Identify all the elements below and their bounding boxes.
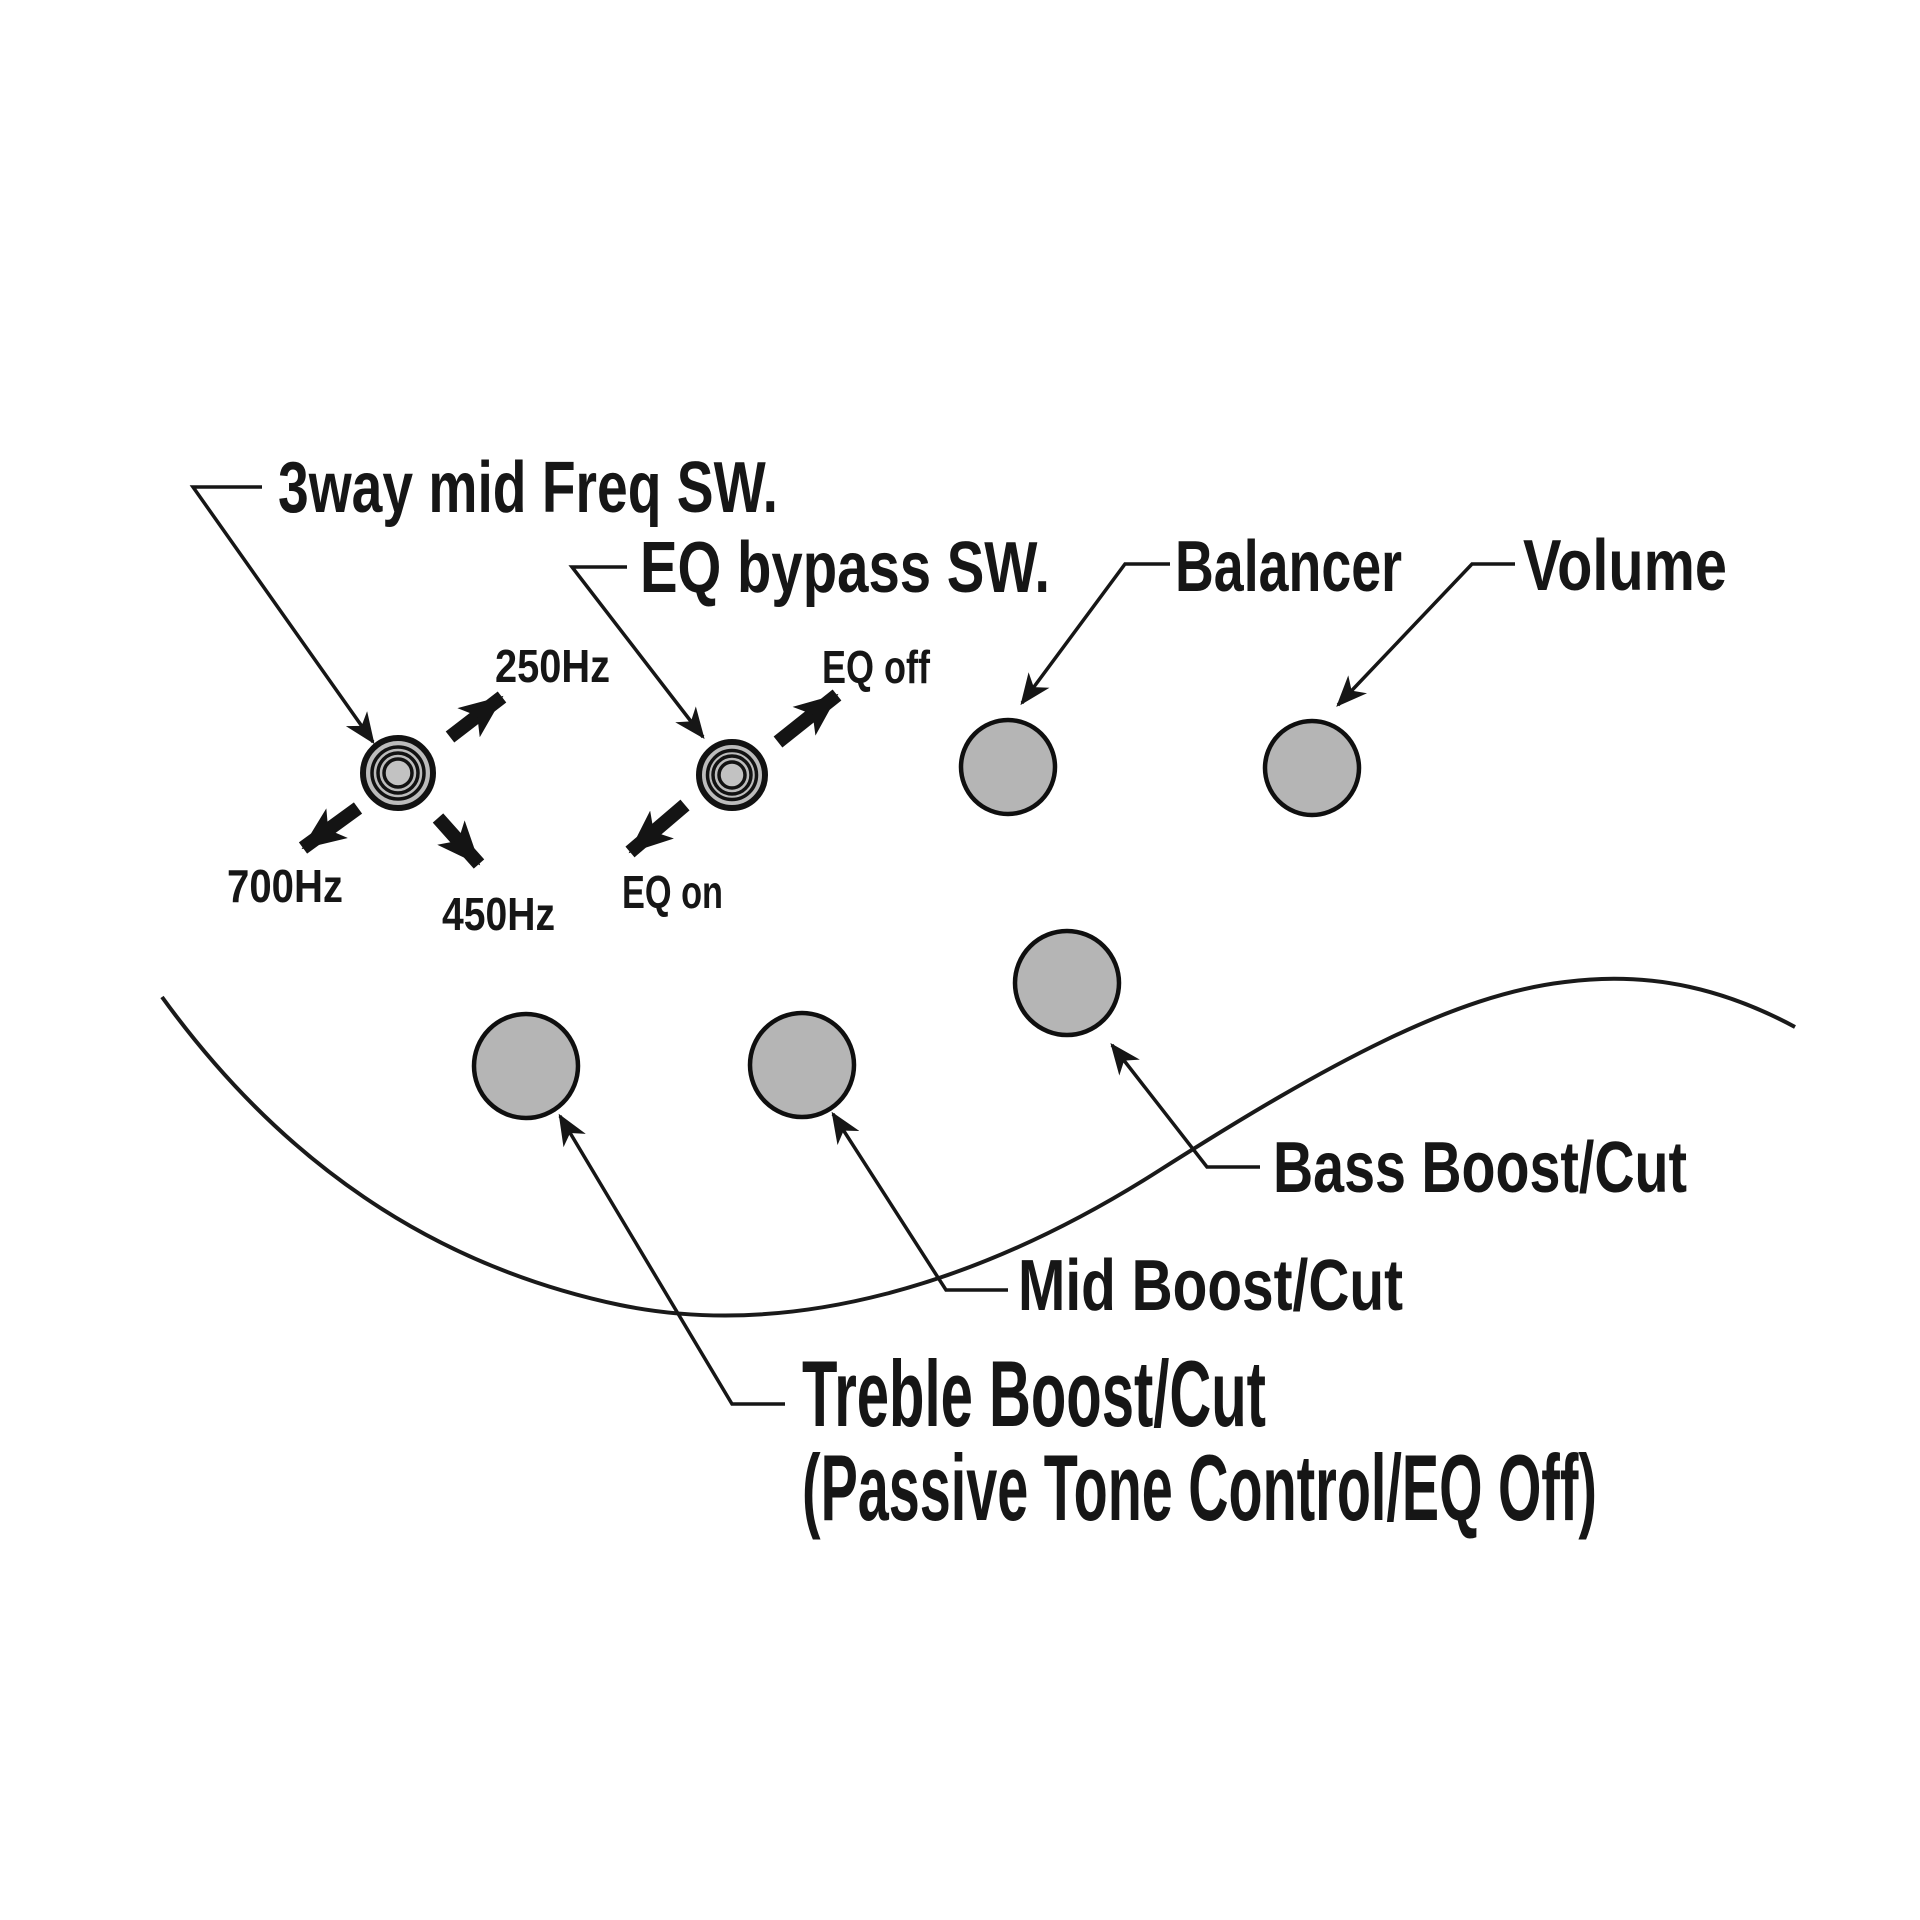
balancer-knob: [958, 717, 1058, 817]
label-bass-boost-cut: Bass Boost/Cut: [1273, 1128, 1687, 1208]
mid-freq-switch-ring3: [376, 751, 420, 795]
treble-knob: [471, 1011, 581, 1121]
label-treble-boost-cut: Treble Boost/Cut: [802, 1341, 1266, 1446]
mid-freq-switch-knob: [360, 735, 436, 811]
label-450hz: 450Hz: [442, 888, 555, 940]
label-mid-boost-cut: Mid Boost/Cut: [1018, 1246, 1403, 1326]
mid-knob: [747, 1010, 857, 1120]
label-eq-off: EQ off: [822, 641, 931, 693]
label-eq-bypass-switch: EQ bypass SW.: [640, 528, 1050, 608]
label-mid-freq-switch: 3way mid Freq SW.: [278, 448, 778, 528]
mid-freq-switch-ring2: [370, 745, 426, 801]
mid-freq-switch-center: [382, 757, 414, 789]
label-250hz: 250Hz: [495, 640, 610, 692]
leader-arrow-bass: [1110, 1042, 1260, 1169]
label-balancer: Balancer: [1175, 527, 1402, 607]
label-volume: Volume: [1523, 526, 1727, 606]
label-passive-tone-control: (Passive Tone Control/EQ Off): [802, 1435, 1597, 1540]
bass-knob: [1012, 928, 1122, 1038]
leader-arrow-eq-bypass-switch: [568, 565, 705, 740]
eq-bypass-switch-ring2: [705, 748, 759, 802]
arrow-eq-off: [773, 689, 842, 748]
leader-arrow-mid-freq-switch: [189, 485, 375, 745]
arrow-250hz: [445, 691, 507, 743]
volume-knob: [1262, 718, 1362, 818]
arrow-700hz: [298, 802, 363, 854]
arrow-eq-on: [625, 799, 690, 858]
arrow-450hz: [432, 813, 485, 869]
label-700hz: 700Hz: [227, 860, 343, 912]
eq-bypass-switch-ring3: [711, 754, 753, 796]
label-eq-on: EQ on: [622, 866, 723, 918]
leader-arrow-treble: [558, 1113, 785, 1406]
eq-bypass-switch-center: [717, 760, 747, 790]
eq-bypass-switch-knob: [696, 739, 768, 811]
leader-arrow-balancer: [1020, 562, 1170, 706]
leader-arrow-volume: [1336, 562, 1515, 707]
guitar-body-outline: [160, 976, 1796, 1318]
leader-arrow-mid: [831, 1111, 1008, 1292]
